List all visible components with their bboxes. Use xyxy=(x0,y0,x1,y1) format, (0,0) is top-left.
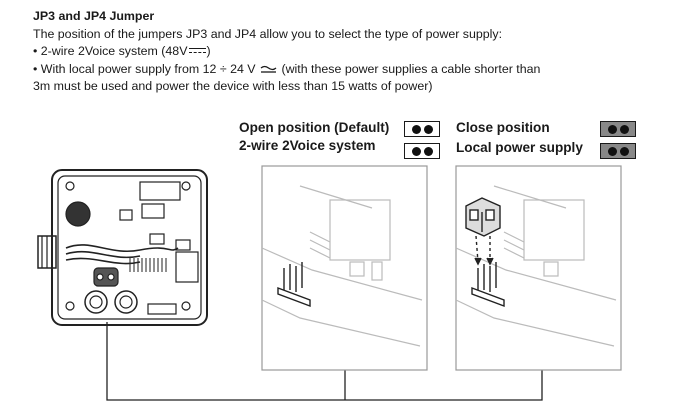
open-position-label: Open position (Default) xyxy=(239,120,390,135)
jumper-open-icon xyxy=(404,121,440,137)
device-board-drawing xyxy=(37,169,208,326)
ac-dc-voltage-icon xyxy=(260,65,277,73)
connector-lines xyxy=(106,322,543,401)
bullet-local-power-prefix: • With local power supply from 12 ÷ 24 V xyxy=(33,61,256,76)
bullet-two-wire-close: ) xyxy=(206,44,211,58)
closed-position-detail xyxy=(455,165,622,371)
bullet-local-power-line2: 3m must be used and power the device wit… xyxy=(33,79,433,93)
two-wire-label: 2-wire 2Voice system xyxy=(239,138,376,153)
jumper-open-icon-2 xyxy=(404,143,440,159)
bullet-local-power-suffix: (with these power supplies a cable short… xyxy=(278,61,541,76)
section-heading: JP3 and JP4 Jumper xyxy=(33,9,155,23)
intro-text: The position of the jumpers JP3 and JP4 … xyxy=(33,26,503,41)
jumper-closed-icon-2 xyxy=(600,143,636,159)
jumper-closed-icon xyxy=(600,121,636,137)
bullet-local-power: • With local power supply from 12 ÷ 24 V… xyxy=(33,61,663,79)
close-position-label: Close position xyxy=(456,120,550,135)
bullet-two-wire: • 2-wire 2Voice system (48V) xyxy=(33,43,663,61)
instructions-text: JP3 and JP4 Jumper The position of the j… xyxy=(33,8,663,96)
local-power-label: Local power supply xyxy=(456,140,583,155)
open-position-detail xyxy=(261,165,428,371)
dc-voltage-icon xyxy=(189,47,207,56)
bullet-two-wire-text: • 2-wire 2Voice system (48V xyxy=(33,44,188,58)
